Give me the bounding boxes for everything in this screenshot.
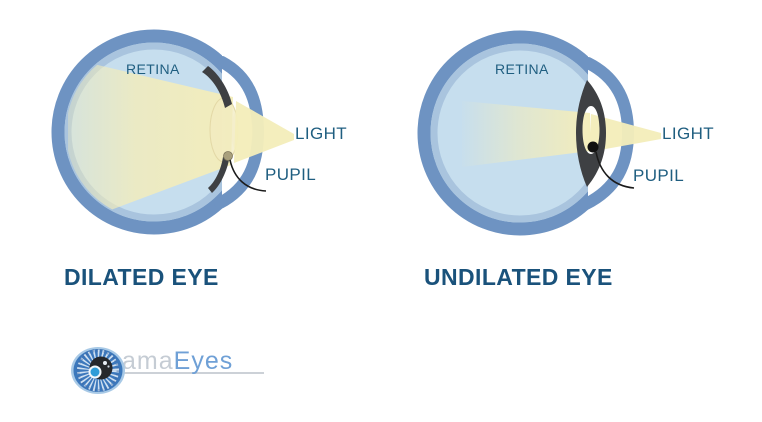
logo-wordmark-suffix: Eyes bbox=[173, 347, 234, 375]
dilated-eye-heading: DILATED EYE bbox=[64, 264, 219, 290]
undilated-eye-figure bbox=[417, 30, 661, 236]
undilated-retina-label: RETINA bbox=[495, 61, 549, 77]
logo-underline bbox=[118, 372, 264, 374]
logo-wordmark: amaEyes bbox=[122, 347, 233, 376]
dilated-eye-figure bbox=[51, 29, 294, 235]
undilated-pupil-dot bbox=[587, 141, 599, 153]
dilated-iris-lower bbox=[208, 157, 229, 193]
dilated-pupil-marker bbox=[223, 151, 233, 161]
undilated-pupil-label: PUPIL bbox=[633, 166, 685, 185]
dilated-retina-label: RETINA bbox=[126, 61, 180, 77]
dilated-pupil-pointer-line bbox=[229, 159, 267, 192]
undilated-eye-heading: UNDILATED EYE bbox=[424, 264, 613, 290]
dilated-light-label: LIGHT bbox=[295, 124, 348, 143]
dilated-pupil-label: PUPIL bbox=[265, 165, 317, 184]
dilated-iris-upper bbox=[202, 66, 232, 108]
dilated-light-beam-inside bbox=[68, 58, 233, 220]
logo-eye-icon bbox=[71, 347, 125, 394]
logo-wordmark-prefix: ama bbox=[122, 347, 174, 375]
undilated-light-beam-outside bbox=[589, 114, 661, 152]
undilated-light-label: LIGHT bbox=[662, 124, 715, 143]
undilated-light-beam-inside bbox=[462, 101, 590, 167]
undilated-pupil-pointer-line bbox=[595, 151, 635, 189]
dilated-light-beam-outside bbox=[234, 101, 294, 163]
